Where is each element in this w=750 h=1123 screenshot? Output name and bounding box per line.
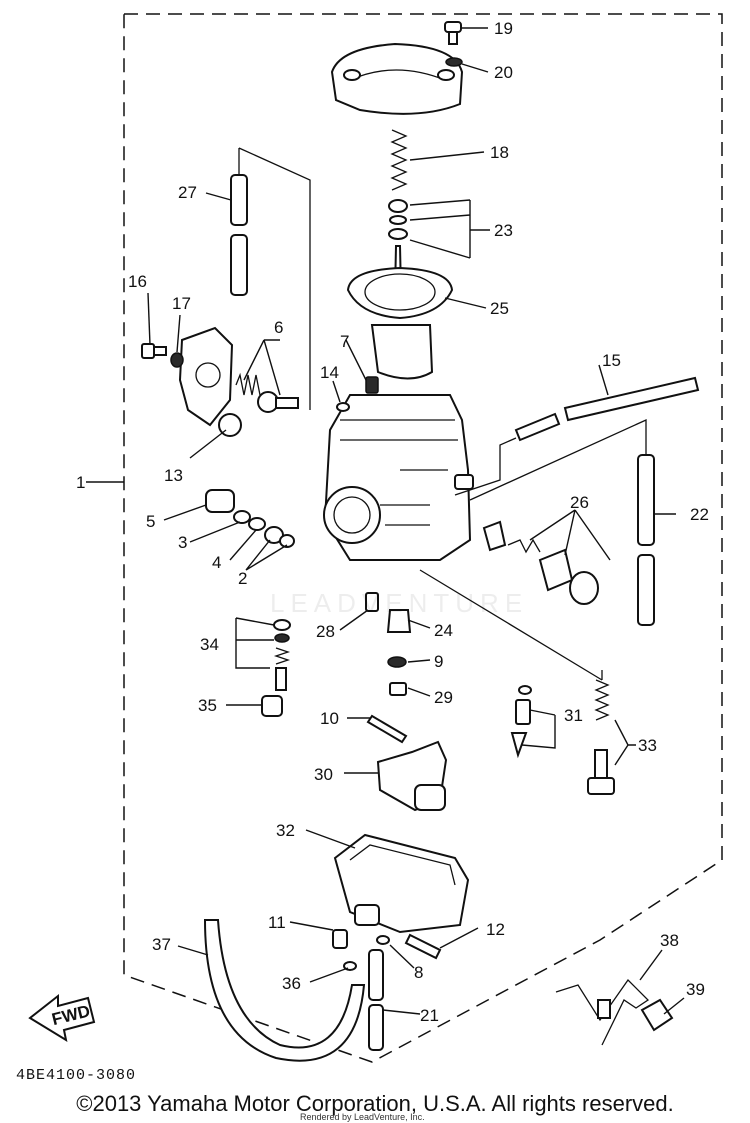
part-label-19: 19 (494, 19, 513, 38)
screw-11 (332, 929, 348, 949)
choke-parts-2-5 (205, 489, 295, 548)
part-label-39: 39 (686, 980, 705, 999)
plug-35 (261, 695, 283, 717)
hose-22 (469, 418, 655, 626)
oring-14 (336, 402, 350, 412)
washer-20 (445, 57, 463, 67)
part-label-37: 37 (152, 935, 171, 954)
part-label-10: 10 (320, 709, 339, 728)
rendered-by-text: Rendered by LeadVenture, Inc. (300, 1112, 425, 1122)
main-jet-group (365, 592, 412, 696)
screw-33 (419, 569, 615, 795)
part-label-36: 36 (282, 974, 301, 993)
part-label-5: 5 (146, 512, 155, 531)
drawing-code: 4BE4100-3080 (16, 1067, 136, 1084)
part-label-9: 9 (434, 652, 443, 671)
part-label-16: 16 (128, 272, 147, 291)
starter-plunger-26 (482, 520, 599, 605)
hose-21 (368, 949, 384, 1051)
bracket-38 (555, 978, 650, 1046)
part-label-25: 25 (490, 299, 509, 318)
part-label-7: 7 (340, 332, 349, 351)
spring-assembly-6 (235, 372, 299, 413)
part-label-29: 29 (434, 688, 453, 707)
part-label-28: 28 (316, 622, 335, 641)
jet-7 (365, 376, 379, 394)
hose-39 (640, 998, 674, 1032)
part-label-31: 31 (564, 706, 583, 725)
carburetor-body (323, 394, 474, 561)
washer-17 (170, 352, 184, 368)
carburetor-top-cover (330, 42, 464, 115)
part-label-23: 23 (494, 221, 513, 240)
part-number-labels: 1 2 3 4 5 6 7 8 9 10 11 12 13 14 15 16 1… (76, 19, 709, 1025)
part-label-27: 27 (178, 183, 197, 202)
part-label-33: 33 (638, 736, 657, 755)
needle-valve-31 (510, 685, 532, 759)
part-label-32: 32 (276, 821, 295, 840)
part-label-22: 22 (690, 505, 709, 524)
part-label-8: 8 (414, 963, 423, 982)
part-label-14: 14 (320, 363, 339, 382)
part-label-34: 34 (200, 635, 219, 654)
screw-12 (404, 933, 442, 960)
assembly-boundary (123, 13, 723, 1063)
sensor-cover (178, 326, 242, 437)
part-label-38: 38 (660, 931, 679, 950)
part-label-15: 15 (602, 351, 621, 370)
copyright-text: ©2013 Yamaha Motor Corporation, U.S.A. A… (76, 1091, 674, 1116)
clip-8 (376, 935, 390, 945)
leader-lines (86, 27, 685, 1015)
part-label-30: 30 (314, 765, 333, 784)
part-label-1: 1 (76, 473, 85, 492)
part-label-6: 6 (274, 318, 283, 337)
part-label-4: 4 (212, 553, 221, 572)
screw-19 (444, 21, 462, 45)
screw-10 (366, 714, 408, 744)
part-label-18: 18 (490, 143, 509, 162)
pilot-screw-34 (273, 619, 291, 691)
part-label-3: 3 (178, 533, 187, 552)
part-label-20: 20 (494, 63, 513, 82)
part-label-17: 17 (172, 294, 191, 313)
part-label-2: 2 (238, 569, 247, 588)
hose-27 (230, 147, 311, 410)
diaphragm-piston-25 (346, 266, 454, 380)
part-label-12: 12 (486, 920, 505, 939)
fwd-arrow-icon: FWD (28, 993, 96, 1043)
part-label-24: 24 (434, 621, 453, 640)
part-label-13: 13 (164, 466, 183, 485)
screw-16 (141, 343, 167, 359)
part-label-11: 11 (268, 913, 286, 932)
hose-37 (203, 919, 366, 1062)
hose-15 (454, 376, 700, 496)
float-30 (376, 740, 448, 812)
watermark-text: LEADVENTURE (270, 588, 529, 618)
part-label-21: 21 (420, 1006, 439, 1025)
part-label-26: 26 (570, 493, 589, 512)
spring-18 (390, 129, 408, 191)
float-bowl-32 (333, 833, 470, 934)
part-label-35: 35 (198, 696, 217, 715)
